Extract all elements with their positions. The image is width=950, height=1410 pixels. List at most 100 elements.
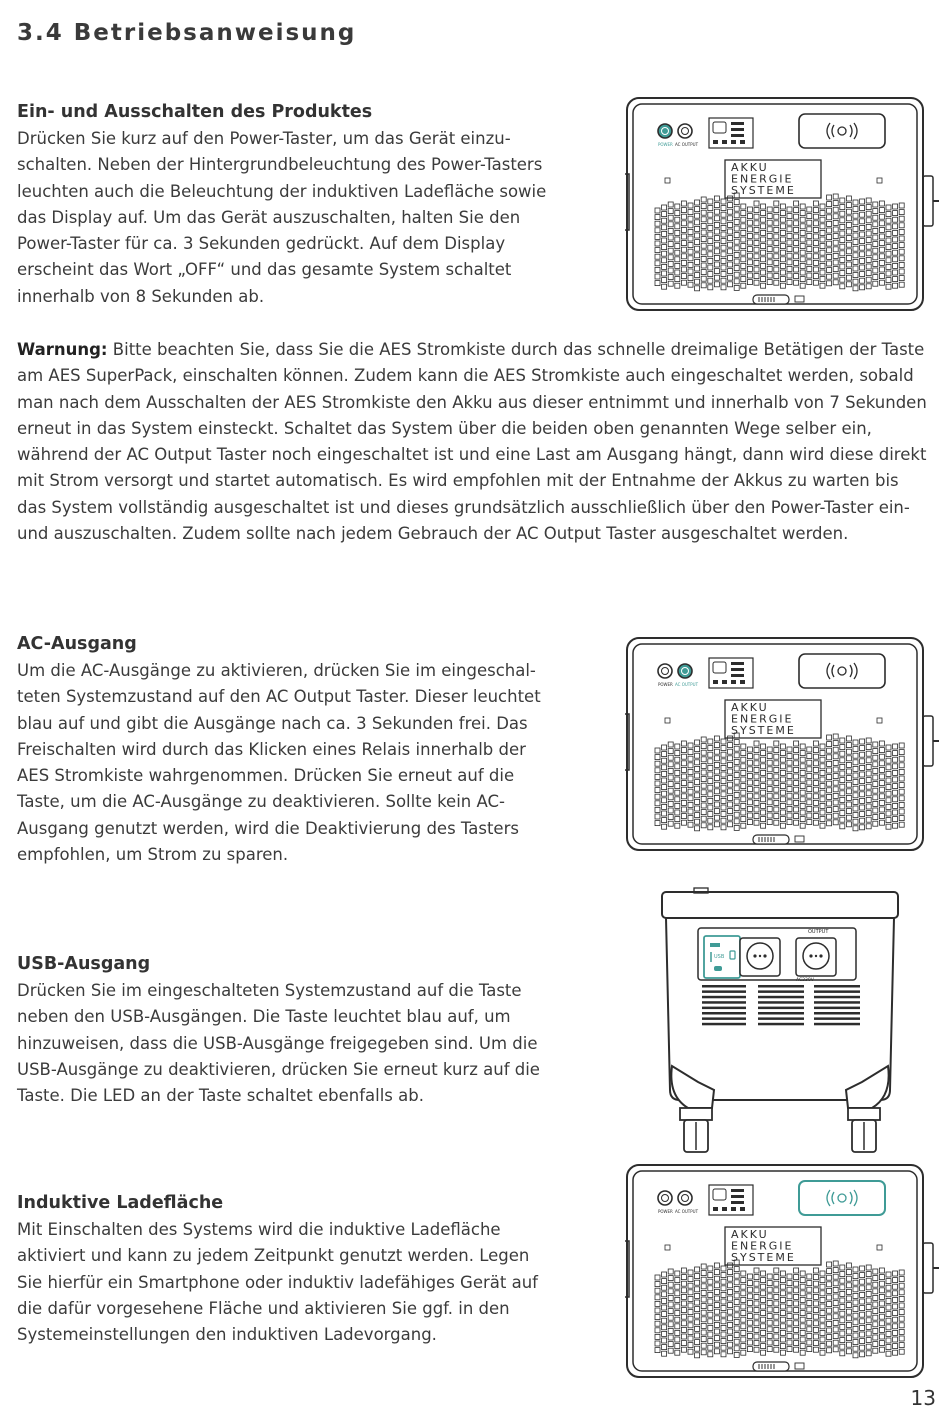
speaker-grid-cell <box>740 776 747 783</box>
speaker-grid-cell <box>707 277 714 284</box>
logo-box <box>724 159 822 199</box>
speaker-grid-cell <box>727 254 733 261</box>
speaker-grid-cell <box>839 263 846 270</box>
speaker-grid-cell <box>687 1315 694 1322</box>
logo-text-line: ENERGIE <box>731 713 794 726</box>
speaker-grid-cell <box>733 1299 740 1306</box>
speaker-grid-cell <box>720 1291 727 1298</box>
speaker-grid-cell <box>681 806 687 813</box>
speaker-grid-cell <box>733 1345 740 1352</box>
speaker-grid-cell <box>687 1302 694 1309</box>
display-digit <box>722 140 727 144</box>
speaker-grid-cell <box>826 214 833 221</box>
speaker-grid-cell <box>760 776 767 783</box>
speaker-grid-cell <box>747 1319 753 1326</box>
vent-slot <box>702 1006 746 1010</box>
speaker-grid-cell <box>733 245 740 252</box>
speaker-grid-cell <box>865 790 872 797</box>
speaker-grid-cell <box>872 1347 879 1354</box>
speaker-grid-cell <box>661 1291 667 1298</box>
speaker-grid-cell <box>779 276 786 283</box>
speaker-grid-cell <box>674 1296 681 1303</box>
speaker-grid-cell <box>687 775 694 782</box>
speaker-grid-cell <box>667 1327 674 1334</box>
display-segment <box>731 1201 744 1204</box>
speaker-grid-cell <box>714 1289 720 1295</box>
speaker-grid-cell <box>740 1349 747 1356</box>
speaker-grid-cell <box>845 1262 852 1269</box>
speaker-grid-cell <box>687 268 694 275</box>
speaker-grid-cell <box>766 779 773 786</box>
speaker-grid-cell <box>832 1319 839 1326</box>
speaker-grid-cell <box>826 813 833 820</box>
speaker-grid-cell <box>832 766 839 773</box>
speaker-grid-cell <box>832 806 839 813</box>
speaker-grid-cell <box>885 1350 892 1357</box>
logo-text-line: AKKU <box>731 161 769 174</box>
speaker-grid-cell <box>694 759 700 766</box>
speaker-grid-cell <box>878 1340 885 1347</box>
speaker-grid-cell <box>753 786 760 793</box>
speaker-grid-cell <box>674 796 681 803</box>
speaker-grid-cell <box>694 212 700 219</box>
speaker-grid-cell <box>865 823 872 830</box>
speaker-grid-cell <box>806 1339 813 1346</box>
speaker-grid-cell <box>700 1349 707 1356</box>
speaker-grid-cell <box>898 222 905 229</box>
speaker-grid-cell <box>845 1308 852 1315</box>
speaker-grid-cell <box>819 1303 826 1310</box>
speaker-grid-cell <box>898 209 905 215</box>
speaker-grid-cell <box>845 202 852 208</box>
speaker-grid-cell <box>859 205 866 211</box>
speaker-grid-cell <box>826 1347 833 1354</box>
speaker-grid-cell <box>859 771 866 778</box>
speaker-grid-cell <box>720 1285 727 1292</box>
speaker-grid-cell <box>845 1302 852 1309</box>
speaker-grid-cell <box>806 279 813 286</box>
speaker-grid-cell <box>747 1293 753 1300</box>
speaker-grid-cell <box>832 1300 839 1307</box>
speaker-grid-cell <box>694 1345 700 1352</box>
usb-button-icon <box>714 966 722 971</box>
speaker-grid-cell <box>720 791 727 798</box>
speaker-grid-cell <box>845 748 852 755</box>
speaker-grid-cell <box>872 794 879 801</box>
speaker-grid-cell <box>786 213 793 219</box>
speaker-grid-cell <box>674 256 681 263</box>
speaker-grid-cell <box>720 1278 727 1285</box>
inductive-pad <box>798 1180 886 1216</box>
speaker-grid-cell <box>661 797 667 804</box>
speaker-grid-cell <box>687 228 694 235</box>
speaker-grid-cell <box>714 215 720 222</box>
speaker-grid-cell <box>733 1259 740 1266</box>
warning-paragraph: Warnung: Bitte beachten Sie, dass Sie di… <box>17 337 932 547</box>
speaker-grid-cell <box>667 267 674 274</box>
speaker-grid-cell <box>733 805 740 812</box>
speaker-grid-cell <box>667 221 674 228</box>
speaker-grid-cell <box>694 252 700 259</box>
speaker-grid-cell <box>872 774 879 781</box>
speaker-grid-cell <box>845 1275 852 1282</box>
speaker-grid-cell <box>799 236 806 243</box>
speaker-grid-cell <box>892 256 899 263</box>
speaker-grid-cell <box>661 784 667 791</box>
speaker-grid-cell <box>674 1336 681 1343</box>
speaker-grid-cell <box>892 789 899 796</box>
speaker-grid-cell <box>654 273 661 280</box>
speaker-grid-cell <box>753 246 760 253</box>
speaker-grid-cell <box>681 1300 687 1307</box>
speaker-grid-cell <box>839 816 846 823</box>
speaker-grid-cell <box>760 756 767 763</box>
display-segment <box>731 674 744 677</box>
speaker-grid-cell <box>733 199 740 205</box>
speaker-grid-cell <box>826 207 833 214</box>
speaker-grid-cell <box>740 236 747 243</box>
speaker-grid-cell <box>852 206 859 212</box>
display-digit <box>731 680 736 684</box>
speaker-grid-cell <box>740 1283 747 1290</box>
speaker-grid-cell <box>687 795 694 802</box>
speaker-grid-cell <box>727 208 733 215</box>
speaker-grid-cell <box>845 762 852 768</box>
speaker-grid-cell <box>681 740 687 747</box>
